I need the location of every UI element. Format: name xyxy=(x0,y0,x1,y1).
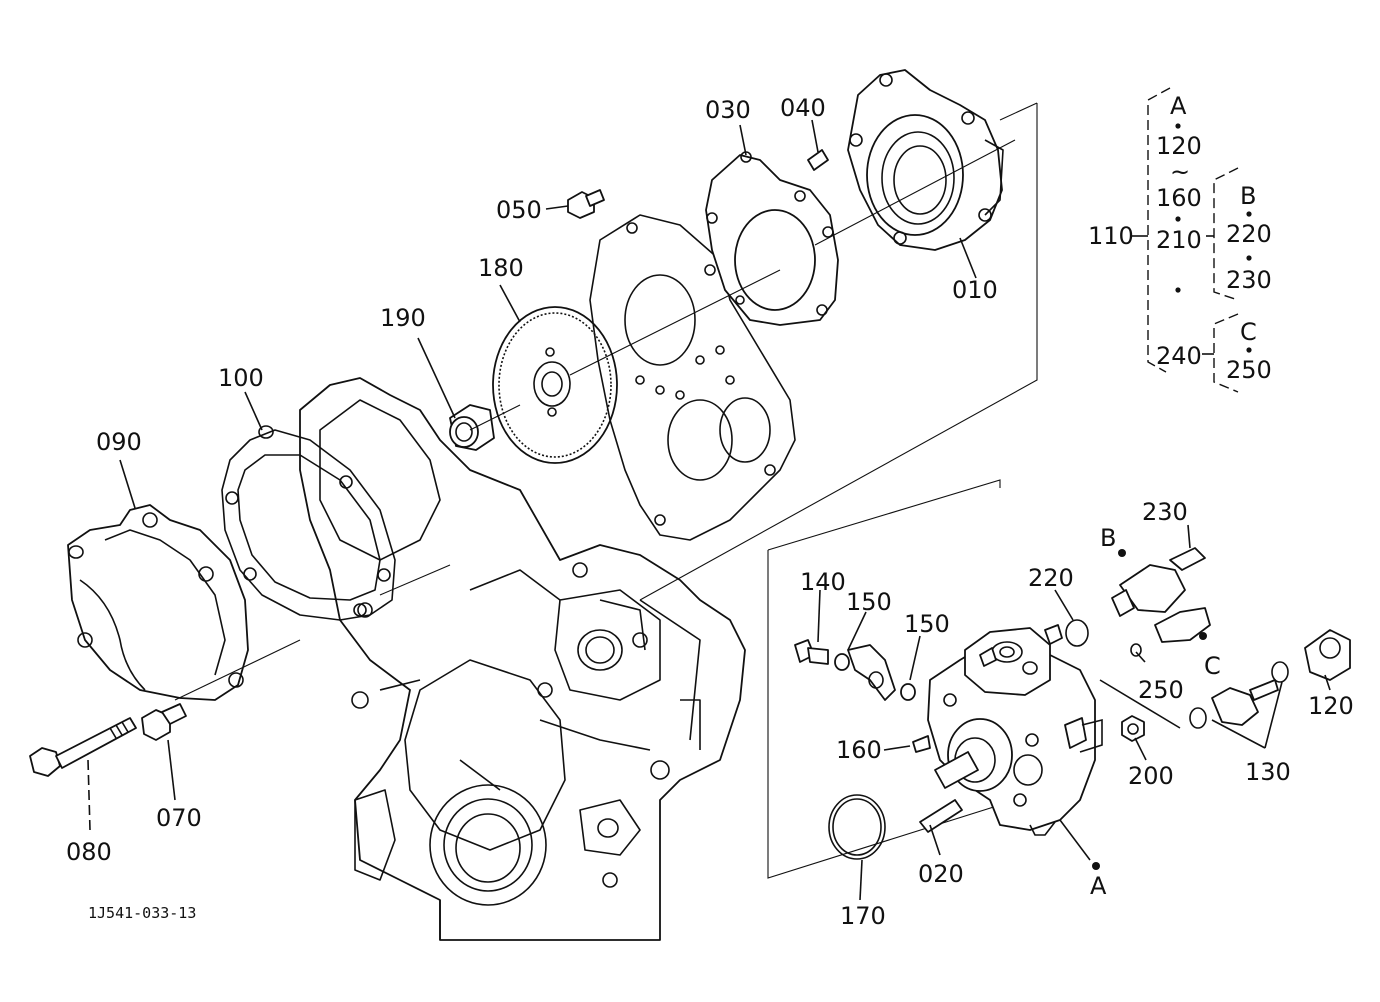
callout-010: 010 xyxy=(952,276,998,304)
callout-040: 040 xyxy=(780,94,826,122)
callout-220-pump: 220 xyxy=(1028,564,1074,592)
gear-case-housing xyxy=(299,377,746,941)
callout-190: 190 xyxy=(380,304,426,332)
callout-240: 240 xyxy=(1156,342,1202,370)
callout-080: 080 xyxy=(66,838,112,866)
callout-110: 110 xyxy=(1088,222,1134,250)
callout-230-legend: 230 xyxy=(1226,266,1272,294)
injection-pump-assembly xyxy=(927,624,1096,836)
callout-140: 140 xyxy=(800,568,846,596)
marker-b-legend: B xyxy=(1240,182,1256,210)
marker-b-pump: B xyxy=(1100,524,1116,552)
callout-250-legend: 250 xyxy=(1226,356,1272,384)
marker-a-legend: A xyxy=(1170,92,1187,120)
callout-070: 070 xyxy=(156,804,202,832)
callout-labels: 010 020 030 040 050 070 080 090 100 110 … xyxy=(66,92,1354,930)
pump-small-parts xyxy=(794,547,1351,860)
pump-detail-frame xyxy=(767,479,1001,879)
marker-a-pump: A xyxy=(1090,872,1107,900)
callout-030: 030 xyxy=(705,96,751,124)
callout-170: 170 xyxy=(840,902,886,930)
callout-100: 100 xyxy=(218,364,264,392)
pin-part-040 xyxy=(807,149,829,171)
gear-part-180 xyxy=(492,306,618,464)
drawing-number: 1J541-033-13 xyxy=(88,904,196,922)
marker-dots xyxy=(1092,123,1252,870)
callout-150-left: 150 xyxy=(846,588,892,616)
callout-130: 130 xyxy=(1245,758,1291,786)
legend-brackets xyxy=(1132,87,1239,393)
callout-180: 180 xyxy=(478,254,524,282)
gasket-part-100 xyxy=(221,425,396,621)
upper-detail-frame xyxy=(639,102,1038,601)
callout-120-pump: 120 xyxy=(1308,692,1354,720)
callout-020: 020 xyxy=(918,860,964,888)
callout-220-legend: 220 xyxy=(1226,220,1272,248)
callout-210: 210 xyxy=(1156,226,1202,254)
callout-230-pump: 230 xyxy=(1142,498,1188,526)
callout-090: 090 xyxy=(96,428,142,456)
cover-part-090 xyxy=(67,504,249,701)
gasket-part-030 xyxy=(705,151,839,326)
marker-tilde-legend: ~ xyxy=(1170,158,1190,186)
bolt-part-080 xyxy=(29,717,137,777)
bushing-part-190 xyxy=(449,404,495,451)
callout-160-pump: 160 xyxy=(836,736,882,764)
callout-160-legend: 160 xyxy=(1156,184,1202,212)
marker-c-legend: C xyxy=(1240,318,1257,346)
callout-120-legend: 120 xyxy=(1156,132,1202,160)
callout-150-right: 150 xyxy=(904,610,950,638)
callout-250-pump: 250 xyxy=(1138,676,1184,704)
leader-lines xyxy=(87,119,1331,901)
bolt-part-050 xyxy=(567,189,605,219)
marker-c-pump: C xyxy=(1204,652,1221,680)
bolt-part-070 xyxy=(141,703,187,741)
shaft-center-lines xyxy=(174,139,1016,701)
callout-200: 200 xyxy=(1128,762,1174,790)
housing-part-010 xyxy=(847,69,1004,251)
callout-050: 050 xyxy=(496,196,542,224)
